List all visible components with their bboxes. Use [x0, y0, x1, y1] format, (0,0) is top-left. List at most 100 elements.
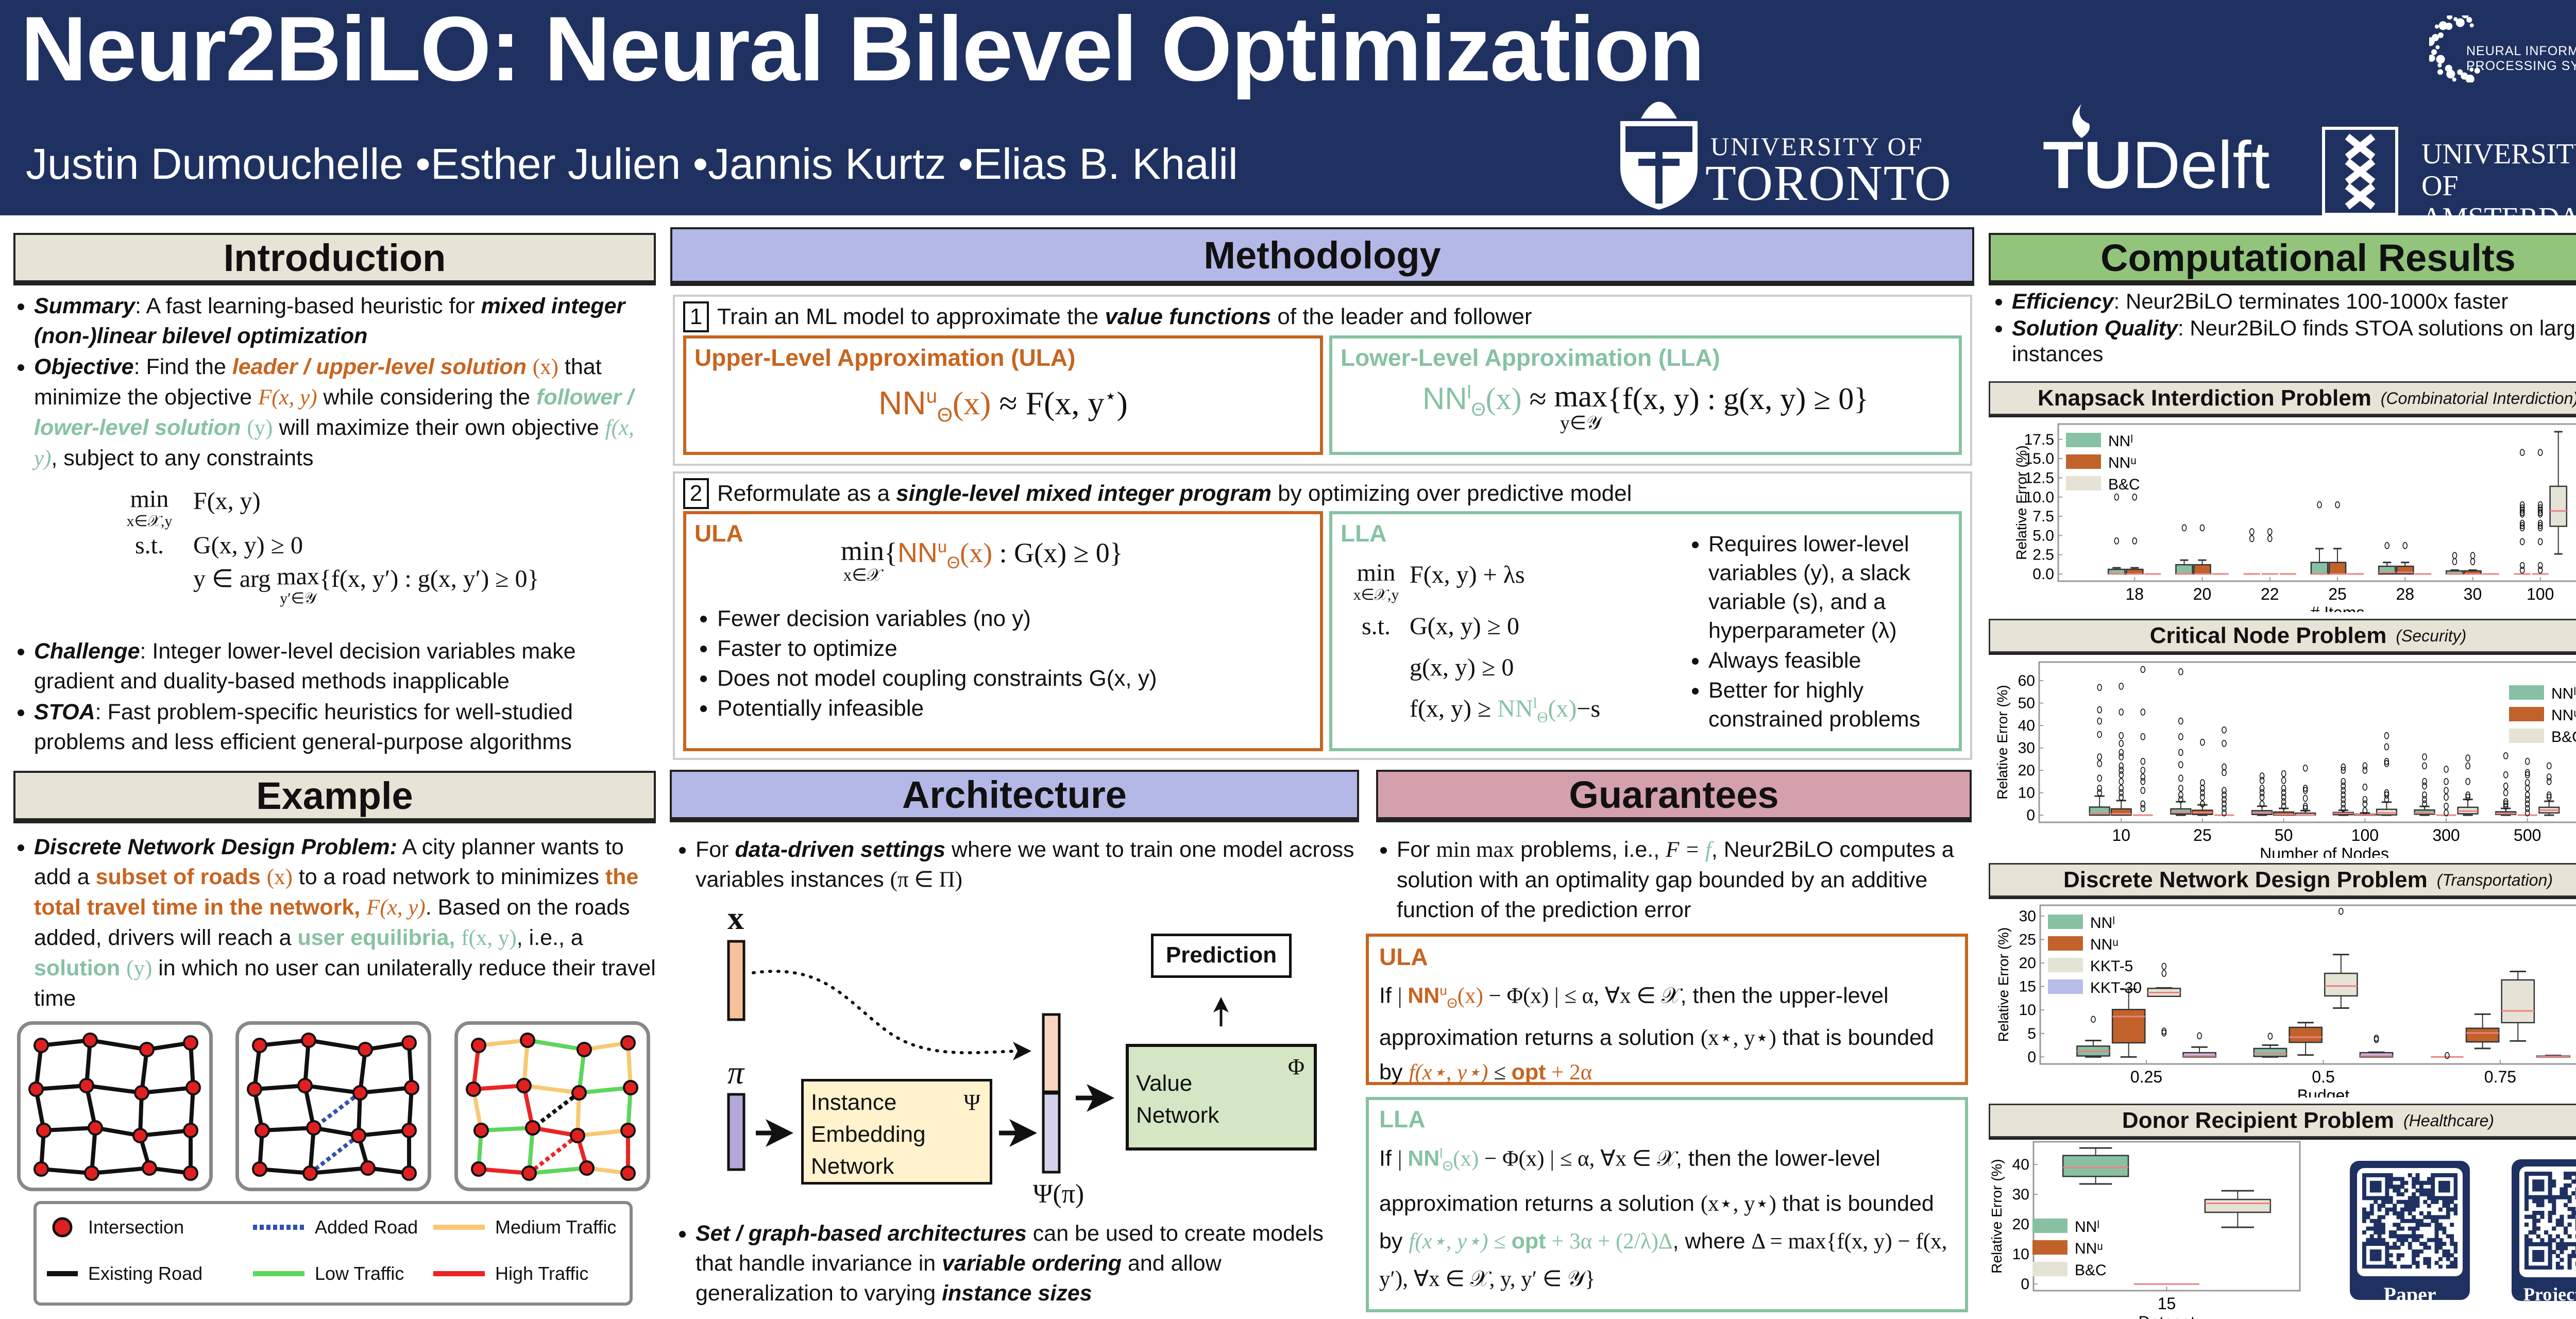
qr-module: [2415, 1261, 2420, 1265]
outlier-point: [2524, 800, 2530, 808]
qr-module: [2374, 1223, 2378, 1227]
qr-module: [2374, 1264, 2378, 1269]
qr-module: [2536, 1172, 2540, 1176]
qr-module: [2400, 1192, 2404, 1196]
qr-module: [2362, 1207, 2366, 1212]
ula-guarantee-text: If | NNuΘ(x) − Φ(x) | ≤ α, ∀x ∈ 𝒳, then …: [1379, 974, 1955, 1090]
qr-module: [2524, 1191, 2529, 1196]
qr-project-page-link[interactable]: Project Page: [2512, 1159, 2576, 1305]
qr-module: [2377, 1249, 2382, 1254]
text-segment: If: [1379, 1146, 1398, 1171]
outlier-point: [2222, 740, 2227, 747]
y-tick-label: 20: [2018, 762, 2035, 779]
box: [2175, 564, 2193, 575]
phi-symbol: Φ: [1287, 1054, 1304, 1079]
chart-subtitle: (Security): [2396, 626, 2467, 645]
qr-module: [2427, 1196, 2431, 1200]
intro-bullet-challenge: Challenge: Integer lower-level decision …: [34, 636, 657, 696]
outlier-point: [2519, 566, 2525, 574]
qr-module: [2408, 1219, 2412, 1223]
qr-module: [2396, 1199, 2401, 1204]
qr-module: [2524, 1172, 2529, 1176]
intersection-node: [623, 1080, 638, 1095]
qr-module: [2377, 1185, 2382, 1189]
network-panel-traffic: [454, 1021, 650, 1191]
qr-module: [2450, 1196, 2454, 1200]
author-list: Justin DumouchelleEsther JulienJannis Ku…: [26, 139, 1238, 189]
text-segment: NN: [897, 537, 938, 568]
text-segment: follower / lower-level solution: [34, 385, 634, 440]
qr-module: [2567, 1261, 2572, 1266]
qr-module: [2423, 1199, 2428, 1204]
qr-module: [2524, 1254, 2529, 1258]
chart-title: Knapsack Interdiction Problem: [2037, 385, 2371, 411]
outlier-point: [2097, 753, 2103, 760]
qr-module: [2362, 1249, 2366, 1254]
donor-boxplot: 01020304015DatasetRelative Error (%)NNˡN…: [1989, 1141, 2301, 1319]
qr-module: [2560, 1258, 2564, 1262]
step2-panel: [673, 471, 1972, 760]
qr-module: [2393, 1242, 2397, 1246]
intersection-node: [620, 1165, 636, 1181]
x-tick-label: 25: [2193, 826, 2212, 844]
qr-module: [2567, 1234, 2572, 1239]
qr-module: [2552, 1226, 2556, 1231]
text-segment: , i.e., a: [516, 925, 583, 950]
existing-road-icon: [47, 1271, 78, 1276]
outlier-point: [2119, 789, 2124, 797]
intersection-node: [297, 1078, 313, 1093]
qr-module: [2400, 1207, 2404, 1212]
qr-module: [2412, 1204, 2416, 1208]
qr-module: [2450, 1223, 2454, 1227]
qr-module: [2427, 1192, 2431, 1196]
qr-module: [2567, 1199, 2572, 1204]
qr-label: Paper: [2383, 1283, 2436, 1306]
qr-module: [2369, 1253, 2374, 1258]
qr-paper-link[interactable]: Paper: [2350, 1161, 2470, 1306]
box: [2193, 564, 2211, 575]
qr-code[interactable]: [2362, 1173, 2458, 1269]
text-segment: Train an ML model to approximate the: [717, 304, 1105, 329]
qr-module: [2381, 1230, 2385, 1235]
qr-module: [2385, 1211, 2389, 1215]
road: [360, 1086, 412, 1095]
qr-module: [2423, 1188, 2428, 1193]
text-segment: (y): [247, 416, 273, 440]
box: [2289, 1026, 2323, 1043]
box-label: Instance Embedding Network: [811, 1090, 926, 1179]
text-segment: ≤: [1488, 1229, 1512, 1254]
text-segment: mixed integer (non-)linear bilevel optim…: [34, 294, 625, 348]
text-segment: f(x, y) ≥: [1410, 695, 1498, 722]
qr-module: [2434, 1173, 2439, 1177]
qr-module: [2393, 1211, 2397, 1215]
outlier-point: [2444, 778, 2449, 785]
y-tick-label: 40: [2018, 717, 2035, 734]
outlier-point: [2097, 731, 2103, 738]
added-road: [531, 1091, 581, 1130]
text-segment: Efficiency: [2012, 289, 2114, 313]
qr-module: [2532, 1187, 2537, 1192]
qr-code[interactable]: [2524, 1172, 2576, 1270]
text-segment: user equilibria,: [297, 925, 462, 950]
qr-module: [2528, 1195, 2533, 1199]
qr-module: [2366, 1238, 2370, 1242]
legend-label: NNˡ: [2090, 915, 2115, 932]
qr-module: [2377, 1234, 2382, 1239]
qr-module: [2453, 1180, 2458, 1185]
outlier-point: [2422, 782, 2427, 790]
qr-module: [2369, 1234, 2374, 1239]
formula-constraint: g(x, y) ≥ 0: [1410, 654, 1514, 681]
text-segment: . Based on the roads added, drivers will…: [34, 895, 630, 950]
text-segment: (x): [1453, 1146, 1479, 1171]
qr-module: [2396, 1215, 2401, 1220]
added-road: [312, 1091, 362, 1130]
qr-module: [2450, 1207, 2454, 1212]
qr-module: [2446, 1207, 2450, 1212]
qr-module: [2369, 1264, 2374, 1269]
medium-traffic-icon: [433, 1225, 485, 1230]
qr-module: [2446, 1215, 2450, 1220]
text-segment: while considering the: [317, 385, 537, 410]
qr-module: [2396, 1245, 2401, 1250]
